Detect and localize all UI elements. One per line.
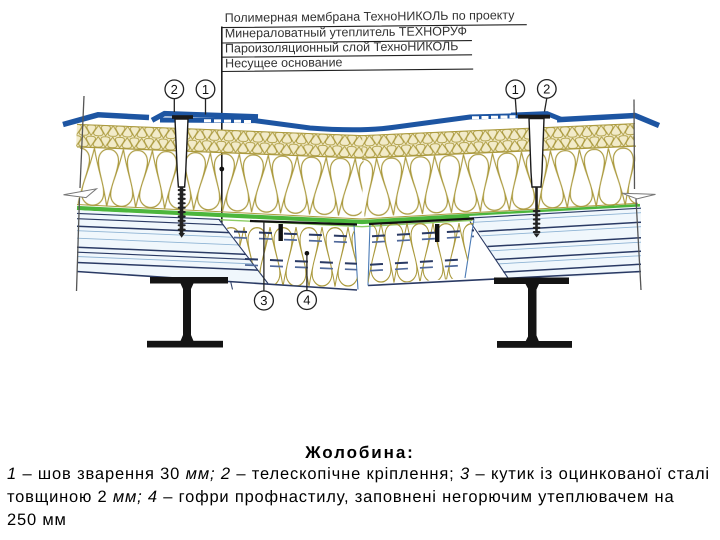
svg-text:Минераловатный утеплитель ТЕХН: Минераловатный утеплитель ТЕХНОРУФ: [225, 24, 467, 40]
svg-text:1 – шов зварення 30 мм; 2 – те: 1 – шов зварення 30 мм; 2 – телескопічне…: [7, 465, 710, 483]
svg-text:Полимерная мембрана ТехноНИКОЛ: Полимерная мембрана ТехноНИКОЛЬ по проек…: [225, 8, 516, 25]
svg-text:Несущее основание: Несущее основание: [225, 55, 343, 70]
svg-text:250 мм: 250 мм: [7, 511, 67, 529]
svg-text:Пароизоляционный слой ТехноНИК: Пароизоляционный слой ТехноНИКОЛЬ: [225, 39, 459, 55]
svg-text:3: 3: [260, 293, 267, 308]
svg-text:2: 2: [171, 82, 178, 97]
svg-text:2: 2: [543, 81, 550, 96]
svg-text:1: 1: [512, 82, 519, 97]
svg-text:4: 4: [303, 293, 310, 308]
svg-text:товщиною 2 мм; 4 – гофри профн: товщиною 2 мм; 4 – гофри профнастилу, за…: [7, 488, 674, 506]
svg-text:1: 1: [202, 82, 209, 97]
svg-text:Жолобина:: Жолобина:: [304, 443, 415, 462]
